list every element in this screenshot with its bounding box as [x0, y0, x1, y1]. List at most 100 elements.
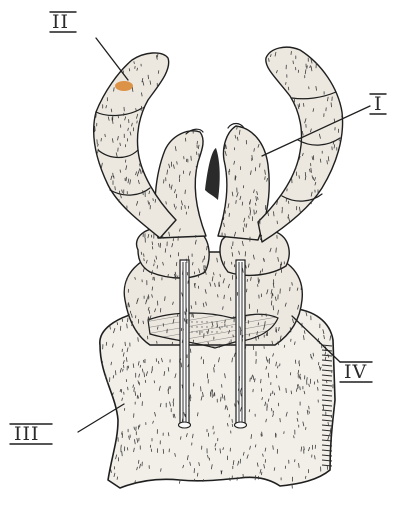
- stipple-mark: [111, 362, 112, 365]
- stipple-mark: [151, 449, 152, 452]
- stipple-mark: [138, 460, 139, 463]
- right-tendon-foot: [235, 422, 247, 428]
- stipple-mark: [300, 377, 301, 379]
- stipple-mark: [114, 88, 115, 92]
- stipple-mark: [269, 59, 270, 62]
- stipple-mark: [113, 376, 114, 379]
- stipple-mark: [134, 427, 135, 429]
- stipple-mark: [224, 295, 225, 299]
- stipple-mark: [160, 243, 161, 247]
- stipple-mark: [325, 357, 326, 360]
- stipple-mark: [174, 204, 175, 207]
- stipple-mark: [144, 373, 145, 377]
- stipple-mark: [326, 380, 327, 383]
- stipple-mark: [143, 321, 144, 324]
- stipple-mark: [312, 176, 313, 178]
- stipple-mark: [249, 410, 250, 412]
- leader-II: [96, 38, 128, 80]
- right-palp: [258, 47, 343, 242]
- stipple-mark: [231, 247, 232, 249]
- stipple-mark: [152, 287, 153, 290]
- stipple-mark: [152, 247, 153, 249]
- stipple-mark: [312, 157, 313, 160]
- stipple-mark: [311, 168, 312, 172]
- stipple-mark: [177, 162, 178, 165]
- stipple-mark: [117, 477, 118, 480]
- stipple-mark: [193, 314, 194, 317]
- stipple-mark: [165, 249, 166, 253]
- stipple-mark: [268, 373, 269, 377]
- stipple-mark: [182, 418, 183, 421]
- stipple-mark: [118, 115, 119, 118]
- stipple-mark: [185, 205, 186, 208]
- stipple-mark: [106, 342, 107, 345]
- stipple-mark: [328, 422, 329, 425]
- stipple-mark: [233, 335, 234, 337]
- stipple-mark: [214, 273, 215, 275]
- stipple-mark: [141, 106, 142, 110]
- stipple-mark: [168, 274, 169, 277]
- stipple-mark: [129, 69, 130, 71]
- stipple-mark: [165, 297, 166, 301]
- stipple-mark: [225, 320, 226, 323]
- stipple-mark: [155, 199, 156, 202]
- stipple-mark: [195, 235, 196, 237]
- stipple-mark: [273, 446, 274, 450]
- stipple-mark: [255, 203, 256, 205]
- stipple-mark: [188, 256, 189, 260]
- stipple-mark: [163, 449, 164, 453]
- stipple-mark: [265, 177, 266, 180]
- stipple-mark: [126, 177, 127, 181]
- label-III: III: [14, 423, 40, 445]
- stipple-mark: [258, 323, 259, 325]
- stipple-mark: [193, 262, 194, 265]
- stipple-mark: [217, 323, 218, 326]
- stipple-mark: [315, 456, 316, 459]
- stipple-mark: [229, 415, 230, 417]
- stipple-mark: [218, 295, 219, 298]
- stipple-mark: [223, 307, 224, 310]
- label-I: I: [374, 93, 383, 115]
- stipple-mark: [268, 213, 269, 216]
- stipple-mark: [143, 191, 144, 195]
- stipple-mark: [232, 424, 233, 427]
- left-palp: [94, 53, 176, 238]
- stipple-mark: [158, 361, 159, 363]
- stipple-mark: [198, 413, 199, 416]
- left-tendon: [180, 260, 189, 425]
- stipple-mark: [292, 283, 293, 286]
- stipple-mark: [305, 476, 306, 478]
- stipple-mark: [96, 114, 97, 118]
- stipple-mark: [273, 306, 274, 310]
- stipple-mark: [161, 469, 162, 472]
- stipple-mark: [152, 242, 153, 245]
- stipple-mark: [214, 368, 215, 372]
- stipple-mark: [242, 335, 243, 337]
- stipple-mark: [272, 341, 273, 344]
- stipple-mark: [250, 211, 251, 215]
- stipple-mark: [148, 201, 149, 204]
- stipple-mark: [313, 353, 314, 356]
- palp-orange-spot: [115, 81, 133, 91]
- stipple-mark: [307, 378, 308, 381]
- stipple-mark: [138, 338, 139, 342]
- stipple-mark: [262, 397, 263, 399]
- right-tendon: [236, 260, 245, 425]
- stipple-mark: [127, 324, 128, 328]
- stipple-mark: [334, 406, 335, 409]
- stipple-mark: [158, 71, 159, 74]
- stipple-mark: [274, 212, 275, 216]
- stipple-mark: [261, 472, 262, 475]
- stipple-mark: [274, 393, 275, 395]
- stipple-mark: [291, 391, 292, 394]
- left-tendon-foot: [179, 422, 191, 428]
- stipple-mark: [236, 274, 237, 278]
- stipple-mark: [186, 308, 187, 312]
- stipple-mark: [181, 437, 182, 440]
- label-II: II: [52, 11, 69, 33]
- stipple-mark: [327, 161, 328, 165]
- stipple-mark: [309, 411, 310, 413]
- stipple-mark: [288, 87, 289, 90]
- stipple-mark: [190, 395, 191, 398]
